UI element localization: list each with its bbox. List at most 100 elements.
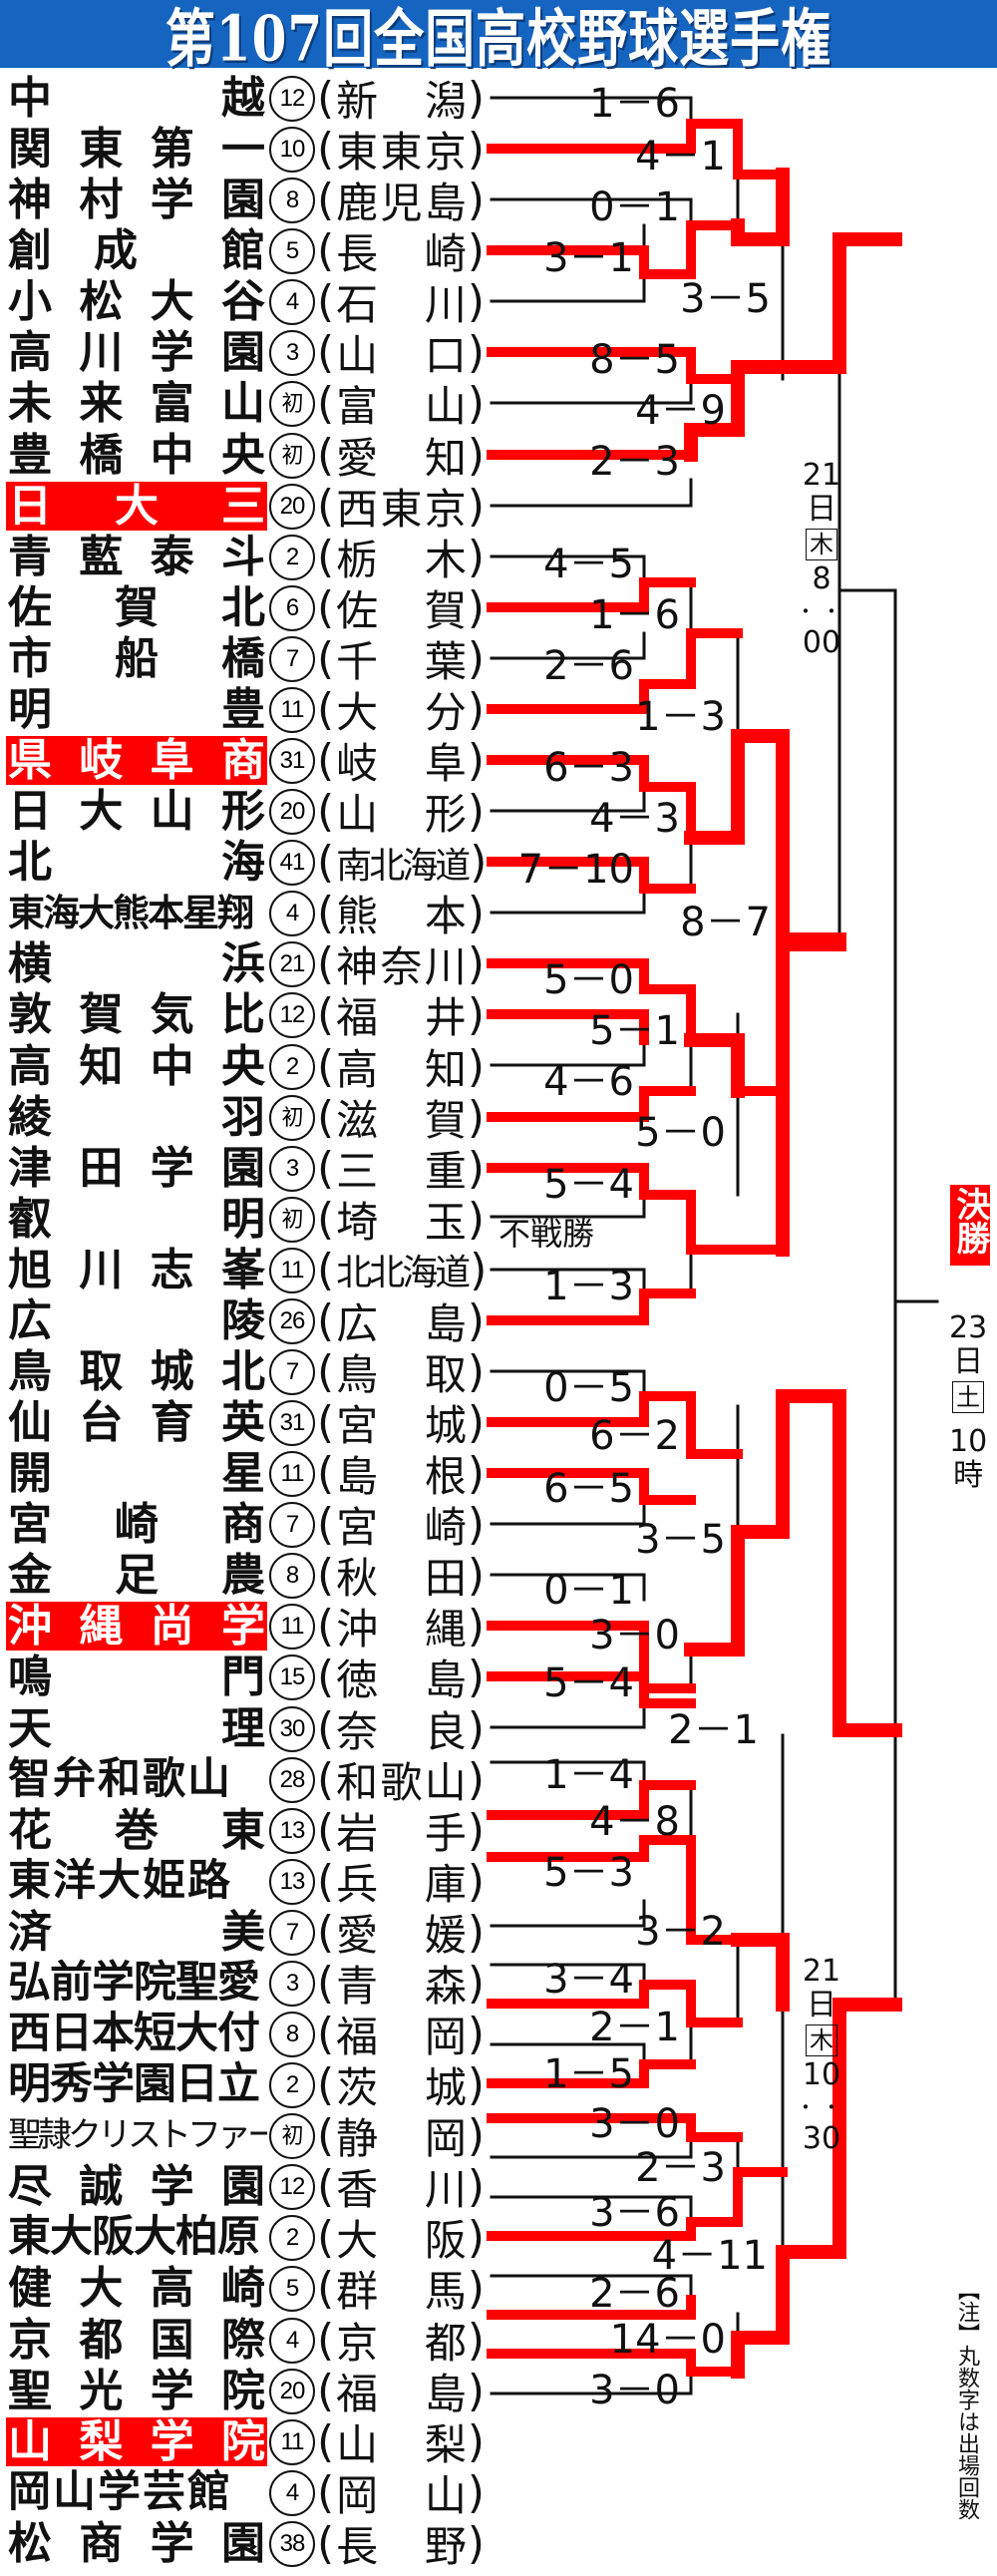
circled-number: 初 (269, 1094, 315, 1141)
bracket-line (490, 2135, 693, 2159)
team-name-char: 松 (8, 2518, 52, 2568)
team-name-char: 京 (8, 2315, 52, 2365)
prefecture: (埼玉) (317, 1189, 485, 1250)
appearance-count: 11 (267, 1247, 317, 1293)
team-name-char: 中 (150, 430, 194, 480)
team-name-char: 越 (220, 74, 265, 123)
appearance-count: 28 (267, 1756, 317, 1803)
game-score: 1－3 (543, 1264, 634, 1309)
game-score: 3－1 (543, 235, 634, 281)
schedule-day: 21 (802, 1954, 841, 1989)
game-score: 6－3 (543, 745, 634, 791)
game-score: 5－4 (543, 1660, 634, 1706)
winner-path (487, 1621, 696, 1693)
team-name: 天理 (6, 1704, 267, 1753)
game-score: 4－5 (543, 542, 634, 587)
bracket-line (837, 588, 897, 2007)
circled-number: 13 (269, 1858, 315, 1905)
team-name-char: 園 (220, 2162, 265, 2212)
team-name-char: 峯 (220, 1245, 265, 1294)
game-score: 2－6 (589, 2271, 680, 2317)
prefecture-name: 岐阜 (336, 739, 467, 789)
team-name-char: 明秀学園日立 (8, 2060, 260, 2110)
prefecture: (静岡) (317, 2105, 485, 2166)
winner-path (487, 1163, 788, 1255)
team-name: 横浜 (6, 939, 267, 988)
prefecture-name: 石川 (336, 280, 467, 330)
circled-number: 6 (269, 584, 315, 631)
winner-path-advanced (731, 168, 790, 246)
game-score: 0－1 (589, 184, 680, 230)
circled-number: 7 (269, 1349, 315, 1395)
appearance-count: 7 (267, 635, 317, 682)
prefecture: (奈良) (317, 1698, 485, 1759)
prefecture-name: 愛知 (336, 433, 467, 483)
team-name-char: 高 (8, 328, 52, 378)
team-name-char: 東洋大姫路 (8, 1856, 232, 1906)
game-score: 5－0 (635, 1110, 726, 1156)
team-name-char: 美 (221, 1907, 265, 1957)
prefecture-name: 山梨 (336, 2419, 467, 2469)
team-name: 鳥取城北 (6, 1347, 267, 1396)
team-name: 神村学園 (6, 176, 267, 224)
team-name: 北海 (6, 838, 267, 887)
game-score: 1－5 (543, 2051, 634, 2097)
game-score: 3－2 (635, 1909, 726, 1955)
team-name-char: 阜 (150, 736, 194, 786)
prefecture: (西東京) (317, 476, 485, 537)
prefecture: (熊本) (317, 883, 485, 943)
prefecture: (兵庫) (317, 1851, 485, 1912)
final-schedule: 23 日 土 10 時 (949, 1311, 987, 1493)
winner-path (487, 2113, 743, 2142)
team-name-char: 未 (8, 379, 52, 429)
appearance-count: 3 (267, 1145, 317, 1192)
game-score: 4－11 (651, 2233, 768, 2279)
winner-path-advanced (731, 1389, 902, 1737)
team-name: 創成館 (6, 226, 267, 275)
circled-number: 8 (269, 1553, 315, 1600)
team-name: 市船橋 (6, 634, 267, 683)
walkover-label: 不戦勝 (498, 1215, 595, 1253)
team-name-char: 際 (220, 2315, 265, 2365)
team-name-char: 浜 (221, 939, 265, 989)
team-name-char: 園 (220, 1143, 265, 1193)
team-name-char: 商 (79, 2518, 124, 2568)
prefecture-name: 南北海道 (336, 845, 471, 887)
team-name-char: 広 (8, 1295, 52, 1345)
prefecture-name: 北北海道 (336, 1253, 471, 1294)
prefecture-name: 長野 (336, 2521, 467, 2571)
team-name-char: 来 (79, 379, 124, 429)
final-hour: 10 (949, 1424, 988, 1459)
final-day: 23 (949, 1310, 988, 1345)
team-name-char: 学 (150, 176, 194, 225)
prefecture-name: 岡山 (336, 2470, 467, 2520)
circled-number: 12 (269, 2164, 315, 2211)
team-name: 叡明 (6, 1195, 267, 1244)
team-name-char: 叡 (8, 1194, 52, 1244)
game-score: 5－3 (543, 1850, 634, 1896)
prefecture: (和歌山) (317, 1749, 485, 1810)
winner-path (487, 347, 743, 384)
prefecture: (北北海道) (317, 1244, 488, 1295)
circled-number: 2 (269, 534, 315, 580)
bracket-line (490, 2042, 646, 2066)
game-score: 2－6 (543, 643, 634, 689)
appearance-count: 3 (267, 1960, 317, 2007)
prefecture: (沖縄) (317, 1596, 485, 1656)
circled-number: 4 (269, 279, 315, 326)
circled-number: 8 (269, 2012, 315, 2058)
prefecture: (高知) (317, 1036, 485, 1097)
team-name-char: 藍 (79, 532, 124, 581)
appearance-count: 12 (267, 991, 317, 1039)
team-name-char: 関 (8, 125, 52, 175)
